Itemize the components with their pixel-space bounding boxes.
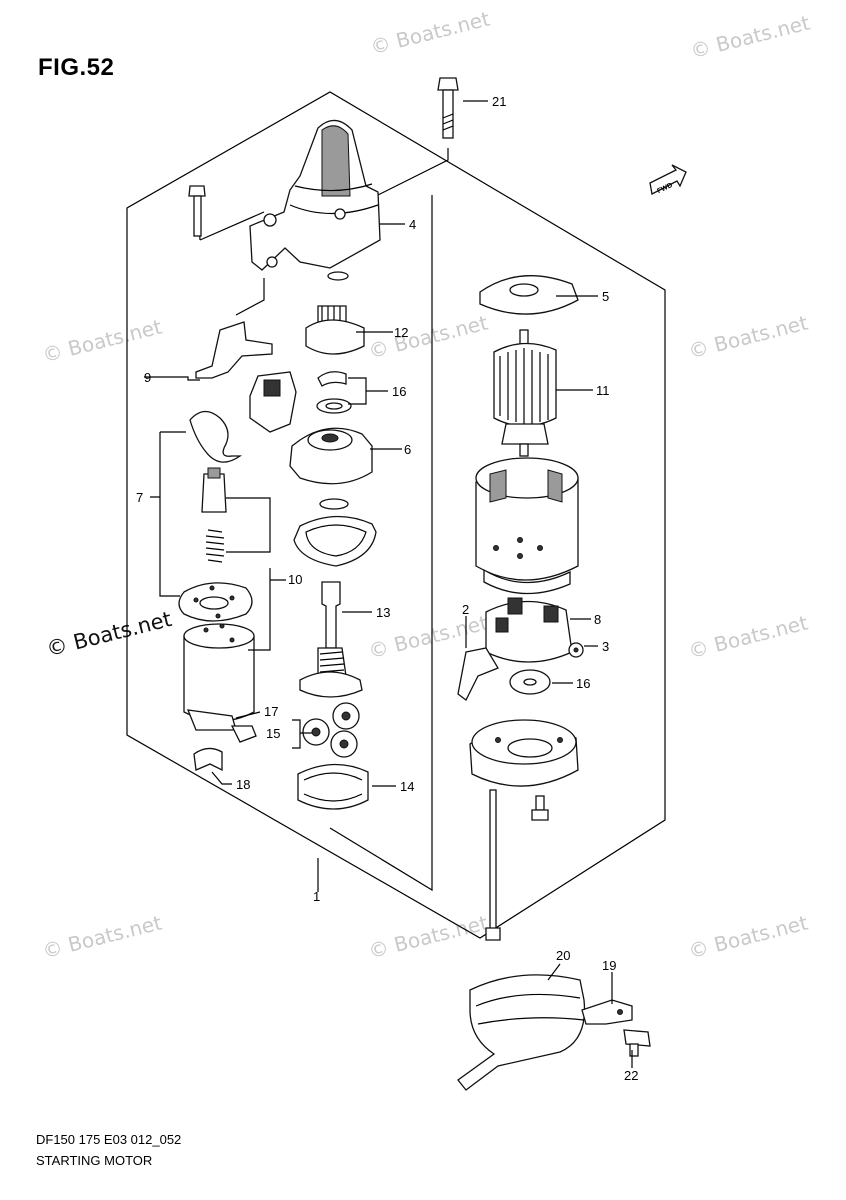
- callout-2: 2: [462, 602, 469, 617]
- callout-17: 17: [264, 704, 278, 719]
- part-3-nut: [568, 642, 584, 658]
- gasket: [293, 515, 377, 567]
- callout-21: 22: [624, 1068, 638, 1083]
- callout-20: 20: [556, 948, 570, 963]
- figure-name: STARTING MOTOR: [36, 1153, 153, 1168]
- part-21-screw: [623, 1029, 651, 1057]
- housing-bolt: [188, 185, 206, 237]
- part-10-solenoid-body: [178, 582, 255, 731]
- bracket-line: [199, 211, 265, 241]
- part-9-shift-lever: [195, 321, 273, 379]
- cover-screw: [531, 795, 549, 821]
- figure-code: DF150 175 E03 012_052: [36, 1132, 182, 1147]
- callout-9: 9: [144, 370, 151, 385]
- callout-16: 16: [576, 676, 590, 691]
- through-bolt: [485, 789, 501, 941]
- part-16-clip-washer: [316, 371, 352, 414]
- part-19-bracket: [581, 999, 633, 1025]
- callout-10: 10: [288, 572, 302, 587]
- part-14-ring-gear: [297, 763, 369, 810]
- callout-14: 14: [400, 779, 414, 794]
- callout-15: 15: [266, 726, 280, 741]
- callout-11: 11: [596, 383, 610, 398]
- part-4-drive-housing: [249, 119, 381, 281]
- callout-22: 21: [492, 94, 506, 109]
- callout-12: 12: [394, 325, 408, 340]
- callout-6: 6: [404, 442, 411, 457]
- callout-8: 8: [594, 612, 601, 627]
- motor-yoke: [475, 457, 579, 595]
- callout-5: 5: [602, 289, 609, 304]
- callout-19: 19: [602, 958, 616, 973]
- part-11-armature: [493, 329, 557, 457]
- part-20-mounting-band: [457, 974, 586, 1091]
- part-7-solenoid-plunger: [189, 371, 297, 563]
- subassembly-outline: [329, 288, 433, 892]
- part-16-washer: [509, 669, 551, 695]
- callout-4: 4: [409, 217, 416, 232]
- part-18-clamp: [193, 747, 223, 772]
- fwd-arrow-icon: FWD: [649, 164, 687, 195]
- part-17-connector: [230, 725, 257, 743]
- callout-7: 7: [136, 490, 143, 505]
- callout-13: 13: [376, 605, 390, 620]
- callout-1: 1: [313, 889, 320, 904]
- part-12-pinion-gear: [305, 305, 365, 355]
- callout-18: 18: [236, 777, 250, 792]
- part-6-gear-housing: [289, 427, 373, 510]
- figure-title: FIG.52: [38, 54, 115, 81]
- callout-16: 16: [392, 384, 406, 399]
- callout-3: 3: [602, 639, 609, 654]
- part-13-output-shaft: [299, 581, 363, 698]
- part-5-thrust-plate: [479, 275, 579, 315]
- assembly-outline: [126, 91, 666, 939]
- part-15-planet-gears: [302, 702, 360, 758]
- part-8-brush-holder: [457, 597, 573, 701]
- part-22-bolt: [437, 77, 459, 139]
- bracket-line: [235, 278, 265, 316]
- end-cover: [469, 719, 579, 787]
